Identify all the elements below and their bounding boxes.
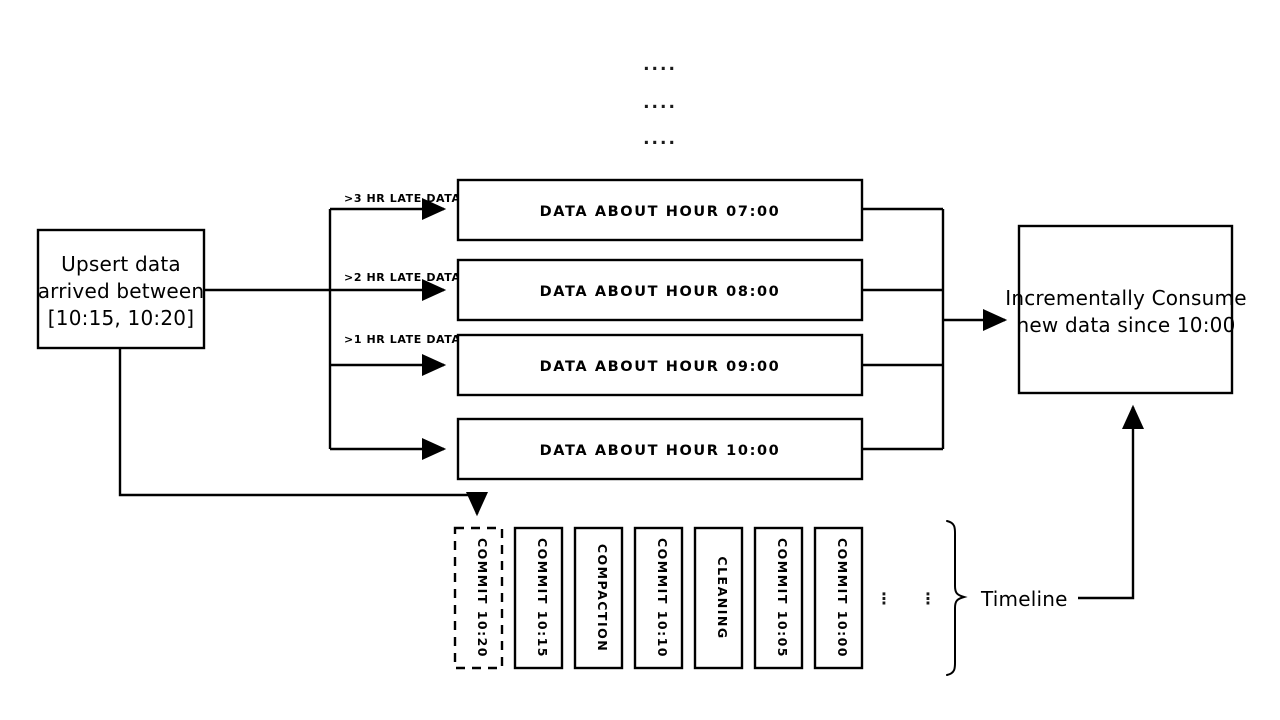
source-box-rect [36,228,206,350]
top-ellipsis-row-2: .... [643,93,677,113]
timeline-ellipsis-2: ⋮ [920,589,936,608]
edge-label-2hr: >2 HR LATE DATA [344,271,461,284]
arrow-timeline-to-sink [1078,404,1144,600]
commit-box-10-00-rect [813,526,864,670]
commit-box-10-20-label: COMMIT 10:20 [475,538,490,658]
source-box-line-1: Upsert data [61,252,181,276]
sink-box[interactable]: Incrementally Consume new data since 10:… [1005,224,1247,395]
edge-label-group: >3 HR LATE DATA >2 HR LATE DATA >1 HR LA… [344,192,461,346]
edge-label-1hr: >1 HR LATE DATA [344,333,461,346]
sink-box-line-1: Incrementally Consume [1005,286,1247,310]
hour-box-10-rect [456,417,864,481]
hour-box-09-rect [456,333,864,397]
commit-box-compaction-label: COMPACTION [595,544,610,652]
commit-box-10-15[interactable]: COMMIT 10:15 [513,526,564,670]
top-ellipsis-row-1: .... [643,55,677,75]
commit-box-10-05-rect [753,526,804,670]
hour-box-08[interactable]: DATA ABOUT HOUR 08:00 [456,258,864,322]
sink-box-rect [1017,224,1234,395]
commit-box-cleaning-rect [693,526,744,670]
hour-box-group: DATA ABOUT HOUR 07:00 DATA ABOUT HOUR 08… [456,178,864,481]
commit-box-10-10[interactable]: COMMIT 10:10 [633,526,684,670]
commit-box-10-15-label: COMMIT 10:15 [535,538,550,658]
fanout-connectors [204,198,447,460]
commit-box-10-05-label: COMMIT 10:05 [775,538,790,658]
commit-box-compaction-rect [573,526,624,670]
hour-box-07-label: DATA ABOUT HOUR 07:00 [540,204,781,220]
commit-box-cleaning-label: CLEANING [715,556,730,639]
top-ellipsis-row-3: .... [643,129,677,149]
commit-box-10-20-rect [453,526,504,670]
hour-box-09-label: DATA ABOUT HOUR 09:00 [540,359,781,375]
timeline-group: COMMIT 10:20 COMMIT 10:15 COMPACTION COM… [453,520,1068,676]
commit-box-cleaning[interactable]: CLEANING [693,526,744,670]
hour-box-10[interactable]: DATA ABOUT HOUR 10:00 [456,417,864,481]
timeline-ellipsis-1: ⋮ [876,589,892,608]
timeline-to-sink-connector [1078,404,1144,600]
top-ellipsis-group: .... .... .... [643,55,677,149]
hour-box-08-rect [456,258,864,322]
commit-box-10-00-label: COMMIT 10:00 [835,538,850,658]
edge-label-3hr: >3 HR LATE DATA [344,192,461,205]
arrow-source-to-commit [118,348,488,517]
commit-box-10-05[interactable]: COMMIT 10:05 [753,526,804,670]
hour-box-08-label: DATA ABOUT HOUR 08:00 [540,284,781,300]
hour-box-10-label: DATA ABOUT HOUR 10:00 [540,443,781,459]
commit-box-10-00[interactable]: COMMIT 10:00 [813,526,864,670]
source-box[interactable]: Upsert data arrived between [10:15, 10:2… [36,228,206,350]
timeline-brace-icon [946,520,968,676]
merge-connectors [862,207,1008,451]
commit-box-compaction[interactable]: COMPACTION [573,526,624,670]
hour-box-07-rect [456,178,864,242]
source-box-line-3: [10:15, 10:20] [48,306,194,330]
commit-box-10-10-label: COMMIT 10:10 [655,538,670,658]
commit-box-10-15-rect [513,526,564,670]
hour-box-07[interactable]: DATA ABOUT HOUR 07:00 [456,178,864,242]
source-box-line-2: arrived between [38,279,205,303]
sink-box-line-2: new data since 10:00 [1016,313,1235,337]
timeline-label: Timeline [980,587,1068,611]
commit-box-10-10-rect [633,526,684,670]
commit-box-10-20[interactable]: COMMIT 10:20 [453,526,504,670]
source-to-commit-connector [118,348,488,517]
hour-box-09[interactable]: DATA ABOUT HOUR 09:00 [456,333,864,397]
